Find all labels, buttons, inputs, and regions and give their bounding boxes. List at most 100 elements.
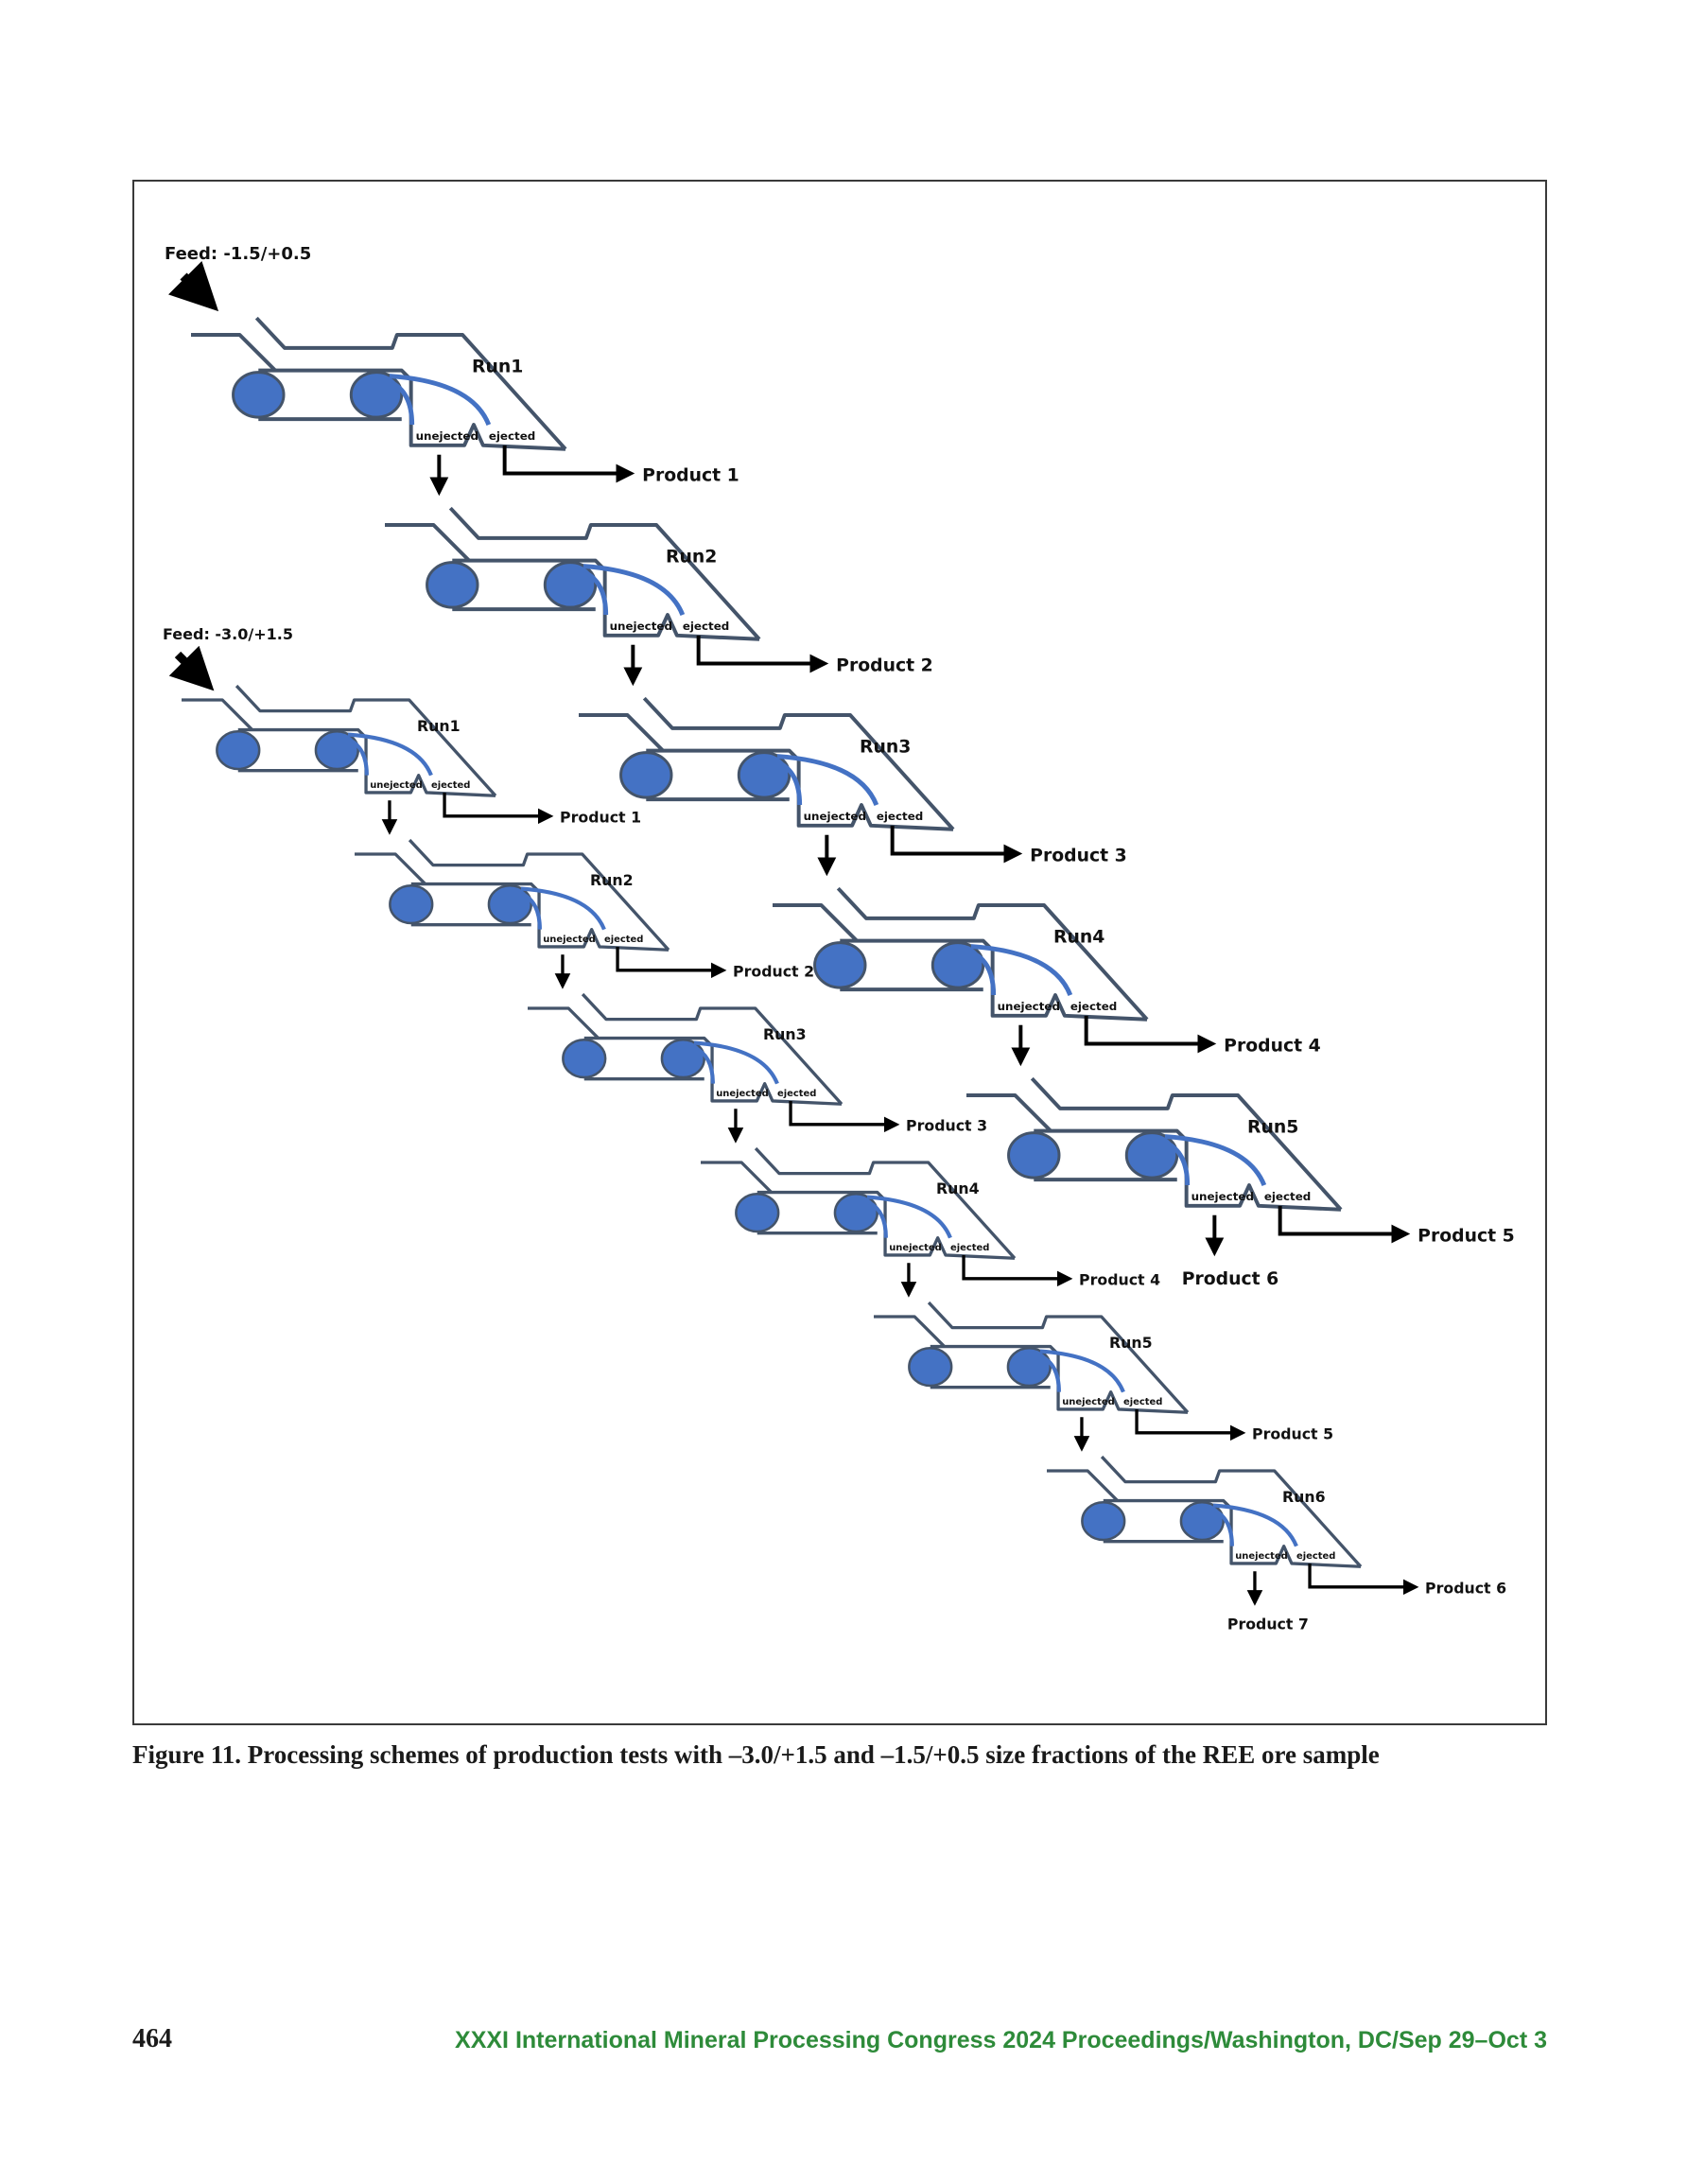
belt-and-bins (583, 1036, 843, 1106)
belt-and-bins (1034, 1128, 1342, 1212)
belt-and-bins (410, 882, 670, 952)
belt-and-bins (646, 748, 954, 831)
deflector-curve (347, 732, 433, 777)
roller-icon (908, 1346, 953, 1388)
run-label: Run3 (860, 738, 911, 758)
deflector-curve (866, 1195, 952, 1239)
ejected-label: ejected (1123, 1397, 1162, 1407)
run-label: Run4 (1053, 928, 1104, 948)
ejected-label: ejected (1296, 1551, 1335, 1562)
feed-chute (1047, 1469, 1119, 1502)
deflector-curve (388, 379, 415, 426)
running-footer: XXXI International Mineral Processing Co… (455, 2027, 1547, 2053)
product-arrow (616, 946, 727, 979)
separator-housing (581, 992, 844, 1106)
unejected-label: unejected (370, 780, 423, 791)
separator-housing (836, 886, 1149, 1022)
ejected-label: ejected (431, 780, 470, 791)
belt-and-bins (452, 558, 760, 641)
roller-icon (1007, 1131, 1061, 1179)
deflector-curve (1212, 1508, 1234, 1546)
separator-housing (408, 838, 670, 952)
roller-icon (1179, 1500, 1225, 1542)
run-label: Run2 (666, 548, 717, 568)
unejected-label: unejected (998, 1000, 1060, 1013)
deflector-curve (347, 737, 369, 776)
product-label: Product 2 (836, 655, 933, 675)
run-label: Run1 (472, 358, 523, 377)
roller-icon (813, 941, 867, 989)
roller-icon (1081, 1500, 1126, 1542)
deflector-curve (1163, 1140, 1191, 1186)
separator-housing (254, 316, 567, 451)
belt-and-bins (757, 1190, 1016, 1260)
product-arrow (502, 445, 635, 483)
deflector-curve (520, 886, 606, 931)
belt-and-bins (1103, 1498, 1362, 1568)
roller-icon (930, 941, 985, 989)
unejected-label: unejected (1235, 1551, 1288, 1562)
feed-chute (355, 852, 426, 885)
product-label: Product 5 (1252, 1424, 1333, 1442)
product-arrow (789, 1100, 900, 1133)
belt-and-bins (258, 368, 566, 451)
roller-icon (833, 1192, 878, 1233)
deflector-curve (1039, 1349, 1125, 1393)
roller-icon (487, 883, 532, 925)
roller-icon (1006, 1346, 1052, 1388)
feed-chute (385, 523, 471, 563)
roller-icon (735, 1192, 780, 1233)
feed-chute (874, 1315, 946, 1348)
feed-chute (701, 1161, 773, 1194)
separator-housing (235, 684, 497, 797)
feed-chute (182, 698, 253, 731)
deflector-curve (1039, 1354, 1061, 1392)
deflector-curve (1164, 1134, 1267, 1187)
ejected-label: ejected (877, 810, 923, 823)
feed-arrow-icon (168, 645, 215, 691)
separator-housing (448, 506, 761, 641)
product-label: Product 6 (1425, 1579, 1506, 1597)
ejected-label: ejected (1264, 1190, 1311, 1203)
ejected-label: ejected (683, 620, 729, 633)
roller-icon (216, 729, 261, 771)
unejected-label: unejected (543, 935, 596, 945)
deflector-curve (583, 564, 686, 617)
deflector-curve (1212, 1503, 1298, 1547)
run-label: Run5 (1109, 1334, 1153, 1352)
product-label: Product 4 (1079, 1270, 1160, 1288)
feed-chute (528, 1006, 600, 1040)
product-label: Product 3 (906, 1116, 987, 1134)
roller-icon (543, 561, 598, 609)
belt-and-bins (930, 1344, 1189, 1414)
feed-arrow-icon (168, 261, 219, 312)
deflector-curve (969, 950, 997, 996)
roller-icon (660, 1038, 705, 1079)
deflector-curve (866, 1199, 888, 1238)
run-label: Run5 (1247, 1118, 1298, 1138)
roller-icon (562, 1038, 607, 1079)
roller-icon (232, 371, 286, 419)
final-product-label: Product 7 (1227, 1616, 1309, 1634)
belt-and-bins (237, 727, 496, 797)
product-label: Product 4 (1224, 1036, 1321, 1056)
belt-and-bins (840, 938, 1148, 1022)
product-label: Product 1 (642, 465, 739, 485)
unejected-label: unejected (1062, 1397, 1115, 1407)
unejected-label: unejected (610, 620, 672, 633)
deflector-curve (775, 760, 803, 806)
final-product-label: Product 6 (1182, 1269, 1279, 1289)
product-arrow (1135, 1408, 1246, 1441)
roller-icon (737, 751, 791, 799)
feed-chute (579, 713, 665, 753)
product-arrow (696, 635, 829, 673)
feed-label: Feed: -3.0/+1.5 (163, 625, 293, 643)
unejected-label: unejected (804, 810, 866, 823)
product-arrow (890, 825, 1023, 864)
product-arrow (443, 792, 554, 825)
page-number: 464 (132, 2024, 172, 2053)
